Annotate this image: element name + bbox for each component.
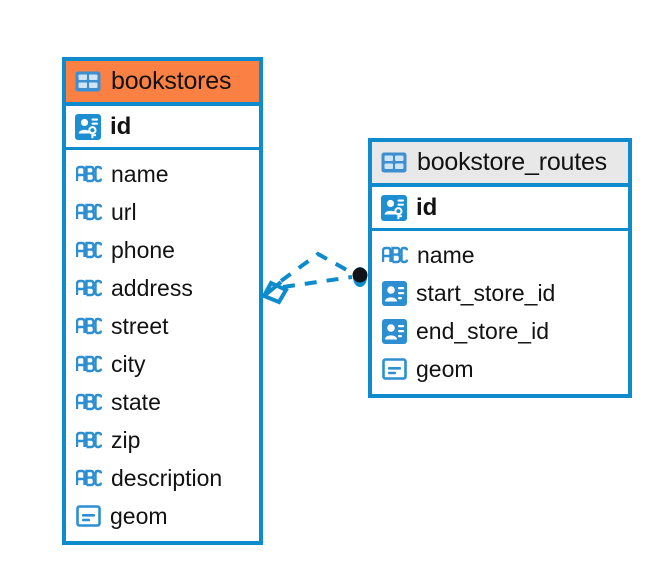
attribute-row[interactable]: state — [66, 383, 259, 421]
attribute-label: name — [417, 241, 475, 268]
filled-circle-one-icon — [352, 267, 368, 283]
attribute-row[interactable]: geom — [66, 497, 259, 535]
attribute-row[interactable]: description — [66, 459, 259, 497]
attribute-row[interactable]: name — [372, 236, 628, 274]
text-type-icon — [76, 469, 102, 487]
text-type-icon — [76, 355, 102, 373]
foreign-key-icon — [382, 318, 407, 344]
text-type-icon — [76, 431, 102, 449]
attribute-label: address — [111, 274, 193, 301]
foreign-key-icon — [382, 280, 407, 306]
text-type-icon — [76, 203, 102, 221]
attribute-label: geom — [416, 355, 474, 382]
text-type-icon — [76, 165, 102, 183]
entity-title-bookstore-routes: bookstore_routes — [417, 148, 607, 176]
text-type-icon — [76, 317, 102, 335]
text-type-icon — [382, 246, 408, 264]
attribute-list-bookstores: name url — [66, 150, 259, 539]
attribute-label: zip — [111, 426, 141, 453]
attribute-row[interactable]: geom — [372, 350, 628, 388]
table-icon — [381, 152, 407, 173]
relationship-line-upper — [279, 251, 355, 283]
attribute-row[interactable]: city — [66, 345, 259, 383]
primary-key-label-bookstore-routes: id — [416, 193, 438, 221]
attribute-row[interactable]: address — [66, 269, 259, 307]
attribute-label: end_store_id — [416, 317, 549, 344]
relationship-line-lower — [282, 275, 353, 289]
geometry-type-icon — [382, 358, 407, 380]
attribute-label: geom — [110, 502, 168, 529]
text-type-icon — [76, 241, 102, 259]
entity-bookstores[interactable]: bookstores id — [62, 57, 263, 545]
primary-key-label-bookstores: id — [110, 112, 132, 140]
attribute-label: name — [111, 160, 169, 187]
attribute-row[interactable]: street — [66, 307, 259, 345]
primary-key-row-bookstores[interactable]: id — [66, 106, 259, 150]
attribute-row[interactable]: start_store_id — [372, 274, 628, 312]
attribute-row[interactable]: phone — [66, 231, 259, 269]
geometry-type-icon — [76, 505, 101, 527]
attribute-label: street — [111, 312, 169, 339]
one-marker-ring — [353, 267, 367, 287]
entity-header-bookstores[interactable]: bookstores — [66, 61, 259, 106]
attribute-row[interactable]: name — [66, 155, 259, 193]
attribute-row[interactable]: zip — [66, 421, 259, 459]
primary-key-icon — [381, 194, 407, 221]
attribute-row[interactable]: url — [66, 193, 259, 231]
text-type-icon — [76, 279, 102, 297]
crows-foot-many-icon — [261, 280, 289, 305]
attribute-row[interactable]: end_store_id — [372, 312, 628, 350]
attribute-label: phone — [111, 236, 175, 263]
primary-key-icon — [75, 113, 101, 140]
table-icon — [75, 71, 101, 92]
crows-foot-tick — [262, 280, 283, 298]
attribute-label: start_store_id — [416, 279, 556, 306]
attribute-label: city — [111, 350, 146, 377]
entity-bookstore-routes[interactable]: bookstore_routes id — [368, 138, 632, 398]
text-type-icon — [76, 393, 102, 411]
attribute-list-bookstore-routes: name start_store_id — [372, 231, 628, 392]
primary-key-row-bookstore-routes[interactable]: id — [372, 187, 628, 231]
entity-header-bookstore-routes[interactable]: bookstore_routes — [372, 142, 628, 187]
attribute-label: state — [111, 388, 161, 415]
attribute-label: url — [111, 198, 137, 225]
entity-title-bookstores: bookstores — [111, 67, 232, 95]
attribute-label: description — [111, 464, 223, 491]
